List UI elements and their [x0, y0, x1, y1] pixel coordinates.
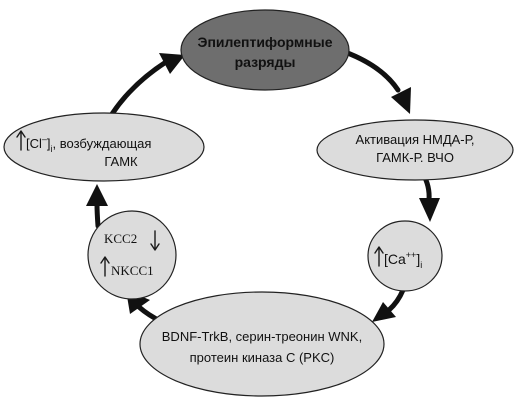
- node-receptor-activation: Активация НМДА-Р, ГАМК-Р. ВЧО: [316, 119, 514, 181]
- calcium-charge: ++: [406, 250, 417, 260]
- node-epileptiform-discharges: Эпилептиформные разряды: [180, 9, 350, 91]
- chloride-bracket: ]: [47, 136, 51, 151]
- node-activation-line1: Активация НМДА-Р,: [356, 132, 475, 147]
- chloride-label: [Cl–]i, возбуждающая: [26, 134, 151, 154]
- down-arrow-icon: [150, 230, 160, 251]
- calcium-text: [Ca: [384, 251, 406, 267]
- node-epileptiform-line2: разряды: [235, 54, 296, 70]
- nkcc1-label: NKCC1: [111, 263, 154, 278]
- up-arrow-icon: [374, 246, 384, 267]
- node-chloride-excitatory-gaba: [Cl–]i, возбуждающая ГАМК: [3, 112, 205, 182]
- arrow-transporters-to-chloride: [86, 184, 108, 229]
- node-bdnf-line2: протеин киназа С (PKC): [190, 350, 335, 365]
- chloride-rest-line1: , возбуждающая: [53, 136, 152, 151]
- arrow-activation-to-calcium: [419, 171, 440, 222]
- node-chloride-transporters: KCC2 NKCC1: [87, 210, 177, 300]
- chloride-charge: –: [42, 134, 47, 144]
- node-intracellular-calcium: [Ca++]i: [367, 220, 443, 292]
- chloride-subscript: i: [51, 144, 53, 154]
- node-bdnf-signaling: BDNF-TrkB, серин-треонин WNK, протеин ки…: [139, 291, 385, 397]
- arrow-chloride-to-epileptiform: [109, 53, 185, 117]
- node-epileptiform-line1: Эпилептиформные: [198, 34, 333, 50]
- kcc2-label: KCC2: [104, 231, 137, 246]
- up-arrow-icon: [16, 130, 26, 151]
- chloride-line2: ГАМК: [104, 154, 138, 169]
- calcium-bracket: ]: [416, 251, 420, 267]
- arrow-calcium-to-bdnf: [372, 287, 406, 322]
- arrow-epileptiform-to-activation: [342, 49, 411, 114]
- node-bdnf-line1: BDNF-TrkB, серин-треонин WNK,: [162, 329, 362, 344]
- chloride-text: [Cl: [26, 136, 42, 151]
- node-activation-line2: ГАМК-Р. ВЧО: [376, 150, 454, 165]
- calcium-label: [Ca++]i: [384, 250, 422, 270]
- up-arrow-icon: [100, 256, 110, 277]
- calcium-subscript: i: [420, 260, 422, 270]
